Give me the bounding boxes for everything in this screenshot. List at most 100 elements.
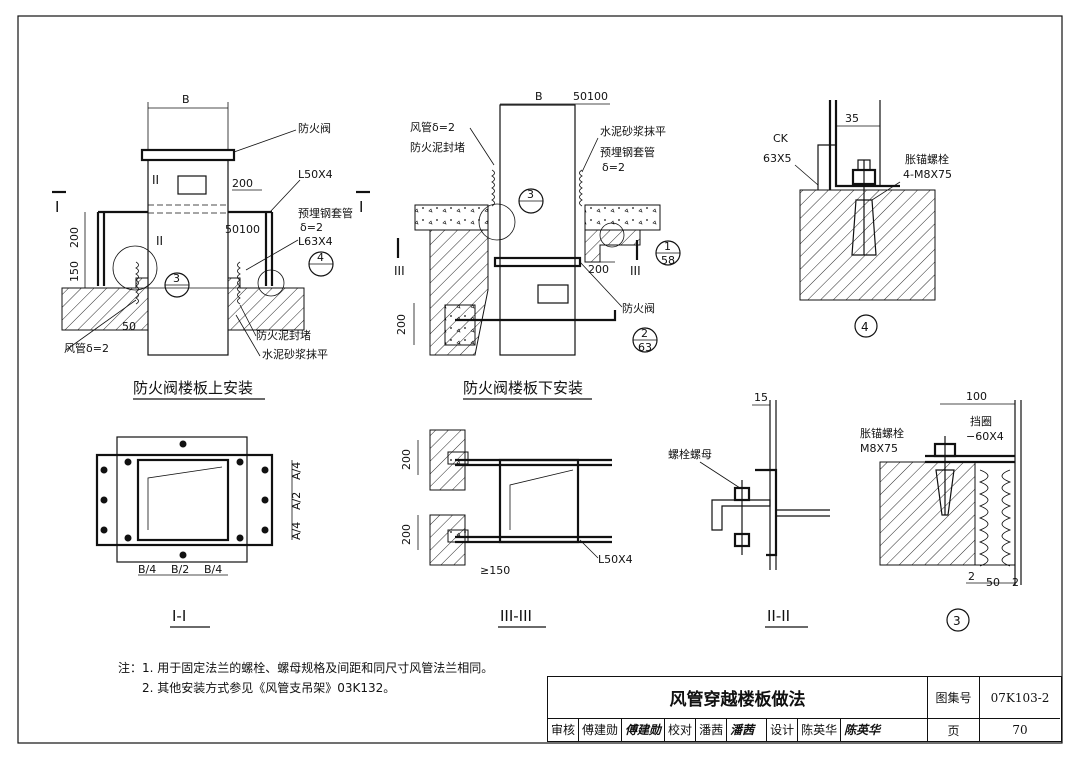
damper-flange bbox=[140, 148, 236, 162]
dim-15: 15 bbox=[754, 391, 768, 404]
label-angle-iii: L50X4 bbox=[598, 553, 633, 566]
designer-signature: 陈英华 bbox=[844, 723, 881, 737]
caption-ii-ii: II-II bbox=[767, 607, 790, 625]
bubble-3-below: 3 bbox=[527, 188, 534, 201]
dim-v150: 150 bbox=[68, 261, 81, 282]
dim-35: 35 bbox=[845, 112, 859, 125]
label-duct: 风管δ=2 bbox=[64, 341, 109, 355]
duct-section-iii bbox=[498, 458, 580, 544]
reviewer-name: 傅建勋 bbox=[579, 719, 623, 741]
detail-4: 35 CK 63X5 胀锚螺栓 4-M8X75 4 bbox=[763, 100, 952, 338]
dim-100: 100 bbox=[966, 390, 987, 403]
label-angle: L50X4 bbox=[298, 168, 333, 181]
dim-a4-bot: A/4 bbox=[290, 522, 303, 540]
dim-50-3: 50 bbox=[986, 576, 1000, 589]
label-anchor-spec: 4-M8X75 bbox=[903, 168, 952, 181]
atlas-label: 图集号 bbox=[928, 677, 980, 719]
checker-signature: 潘茜 bbox=[727, 719, 768, 741]
label-anchor-spec-3: M8X75 bbox=[860, 442, 898, 455]
dim-b: B bbox=[182, 93, 190, 106]
dim-b4-right: B/4 bbox=[204, 563, 222, 576]
label-delta-below: δ=2 bbox=[602, 161, 625, 174]
dim-2-left: 2 bbox=[968, 570, 975, 583]
label-angle2: L63X4 bbox=[298, 235, 333, 248]
caption-3: 3 bbox=[953, 614, 961, 628]
reviewer-signature: 傅建勋 bbox=[622, 719, 666, 741]
section-iii-iii: 200 200 ≥150 L50X4 III-III bbox=[400, 429, 633, 628]
bubble-1-top: 1 bbox=[664, 240, 671, 253]
mark-iii-left: III bbox=[394, 264, 405, 278]
label-ck: CK bbox=[773, 132, 789, 145]
wool-insulation bbox=[974, 461, 1016, 566]
label-bolt-nut: 螺栓螺母 bbox=[668, 447, 712, 461]
review-label: 审核 bbox=[548, 719, 580, 741]
label-sleeve: 预埋钢套管 bbox=[298, 206, 353, 220]
mark-ii: II bbox=[156, 234, 163, 248]
view-damper-below-slab: B 50100 200 200 III III 风管δ=2 防火泥封堵 水泥砂浆… bbox=[394, 90, 681, 400]
label-mortar: 水泥砂浆抹平 bbox=[262, 347, 328, 361]
detail-3: 100 挡圈 −60X4 胀锚螺栓 M8X75 2 50 2 3 bbox=[860, 390, 1022, 632]
check-label: 校对 bbox=[665, 719, 697, 741]
duct-body bbox=[147, 159, 229, 356]
note-line-1: 注：1. 用于固定法兰的螺栓、螺母规格及间距和同尺寸风管法兰相同。 bbox=[118, 661, 494, 675]
label-mortar-below: 水泥砂浆抹平 bbox=[600, 124, 666, 138]
detail-circle-3 bbox=[112, 245, 158, 291]
caption-3-circle bbox=[946, 608, 970, 632]
dim-a4-top: A/4 bbox=[290, 462, 303, 480]
section-mark-right: I bbox=[359, 198, 363, 216]
caption-below: 防火阀楼板下安装 bbox=[463, 379, 583, 397]
dim-200-bot: 200 bbox=[400, 524, 413, 545]
label-sleeve-delta: δ=2 bbox=[300, 221, 323, 234]
label-damper-below: 防火阀 bbox=[622, 301, 655, 315]
dim-a2: A/2 bbox=[290, 492, 303, 510]
section-ii-ii: 15 螺栓螺母 II-II bbox=[668, 391, 830, 628]
dim-b2: B/2 bbox=[171, 563, 189, 576]
bubble-3: 3 bbox=[173, 272, 180, 285]
section-mark-left: I bbox=[55, 198, 59, 216]
caption-i-i: I-I bbox=[172, 607, 186, 625]
label-ring-spec: −60X4 bbox=[966, 430, 1004, 443]
atlas-number: 07K103-2 bbox=[980, 677, 1060, 719]
label-sleeve-below: 预埋钢套管 bbox=[600, 145, 655, 159]
duct-body-below bbox=[499, 104, 576, 356]
bolt-holes bbox=[100, 440, 269, 559]
page-number: 70 bbox=[1012, 723, 1028, 737]
title-block: 风管穿越楼板做法 图集号 07K103-2 审核 傅建勋 傅建勋 校对 潘茜 潘… bbox=[547, 676, 1062, 742]
dim-50100-below: 50100 bbox=[573, 90, 608, 103]
label-anchor-bolt-3: 胀锚螺栓 bbox=[860, 426, 904, 440]
caption-4-circle bbox=[854, 314, 878, 338]
label-ring: 挡圈 bbox=[970, 414, 992, 428]
detail-circle-3-below bbox=[478, 203, 516, 241]
sheet-border bbox=[17, 15, 1063, 744]
dim-v200: 200 bbox=[68, 227, 81, 248]
checker-name: 潘茜 bbox=[696, 719, 728, 741]
dim-b-below: B bbox=[535, 90, 543, 103]
label-duct-below: 风管δ=2 bbox=[410, 120, 455, 134]
caption-iii-iii: III-III bbox=[500, 607, 532, 625]
note-line-2: 2. 其他安装方式参见《风管支吊架》03K132。 bbox=[142, 681, 396, 695]
label-anchor-bolt: 胀锚螺栓 bbox=[905, 152, 949, 166]
dim-150: ≥150 bbox=[480, 564, 510, 577]
bubble-1-bottom: 58 bbox=[661, 254, 675, 267]
label-angle-63x5: 63X5 bbox=[763, 152, 792, 165]
dim-2-right: 2 bbox=[1012, 576, 1019, 589]
drawing-title: 风管穿越楼板做法 bbox=[548, 677, 928, 719]
designer-name: 陈英华 bbox=[798, 719, 842, 741]
duct-section bbox=[136, 458, 230, 542]
caption-4: 4 bbox=[861, 320, 869, 334]
damper-flange-below bbox=[493, 256, 582, 268]
view-damper-above-slab: B 200 200 150 50 50100 I I II II 防火阀 L50… bbox=[52, 93, 370, 400]
dim-200-below: 200 bbox=[588, 263, 609, 276]
outer-sleeve bbox=[116, 436, 248, 563]
mark-ii-upper: II bbox=[152, 173, 159, 187]
bubble-2-bottom: 63 bbox=[638, 341, 652, 354]
section-i-i: A/4 A/2 A/4 B/4 B/2 B/4 I-I bbox=[95, 436, 303, 628]
bubble-2-top: 2 bbox=[641, 327, 648, 340]
signature-row: 审核 傅建勋 傅建勋 校对 潘茜 潘茜 设计 陈英华 陈英华 bbox=[548, 719, 928, 741]
dim-50: 50 bbox=[122, 320, 136, 333]
label-seal: 防火泥封堵 bbox=[256, 328, 311, 342]
dim-200: 200 bbox=[232, 177, 253, 190]
detail-circle-4 bbox=[257, 269, 285, 297]
